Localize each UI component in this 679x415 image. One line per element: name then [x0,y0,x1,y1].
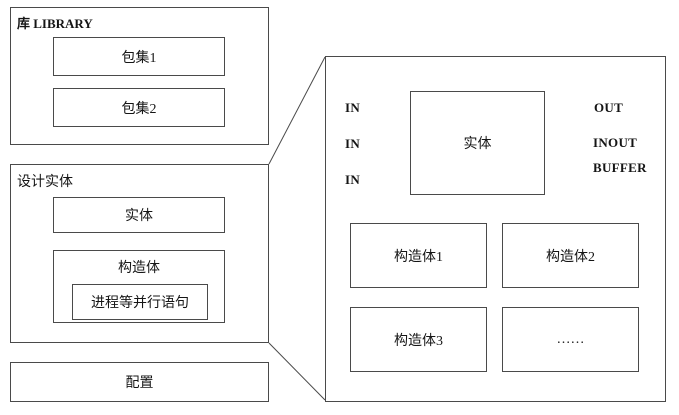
architecture-label: 构造体 [118,261,160,276]
entity-label-left: 实体 [125,209,153,224]
inout-port-label: INOUT [593,135,638,150]
architecture-ellipsis-label: …… [556,331,585,347]
entity-box-detail: 实体 [410,91,545,195]
entity-label-detail: 实体 [463,137,492,152]
architecture2-label: 构造体2 [546,249,595,265]
architecture3-box: 构造体3 [350,307,487,372]
process-label: 进程等并行语句 [91,296,189,311]
package2-label: 包集2 [121,101,157,117]
configuration-label: 配置 [125,376,154,391]
configuration-box: 配置 [10,362,269,402]
entity-box-left: 实体 [53,197,225,233]
architecture1-box: 构造体1 [350,223,487,288]
package1-box: 包集1 [53,37,225,76]
in-port-label-3: IN [345,172,361,187]
architecture-ellipsis-box: …… [502,307,639,372]
library-title: 库 LIBRARY [17,16,93,31]
out-port-label: OUT [594,100,624,115]
in-port-label-2: IN [345,136,361,151]
package2-box: 包集2 [53,88,225,127]
design-entity-title: 设计实体 [17,175,73,190]
process-box: 进程等并行语句 [72,284,208,320]
architecture2-box: 构造体2 [502,223,639,288]
architecture3-label: 构造体3 [394,333,443,349]
zoom-diagonal-bottom [268,342,326,401]
buffer-port-label: BUFFER [593,160,647,175]
zoom-diagonal-top [268,56,326,165]
in-port-label-1: IN [345,100,361,115]
architecture1-label: 构造体1 [394,249,443,265]
package1-label: 包集1 [121,50,157,66]
